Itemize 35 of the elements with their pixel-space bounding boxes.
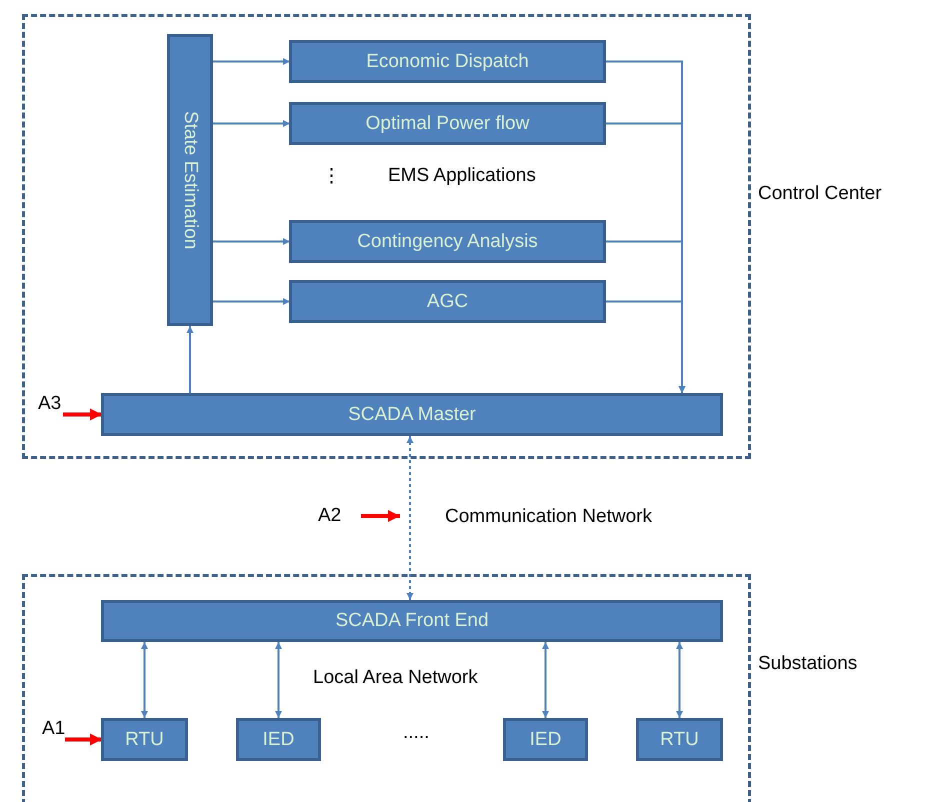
process-box: RTU xyxy=(636,718,723,761)
arrow xyxy=(186,326,194,393)
process-box: IED xyxy=(236,718,321,761)
process-box: SCADA Master xyxy=(101,393,723,436)
region-title: Substations xyxy=(758,653,858,675)
attack-arrow xyxy=(361,510,400,522)
attack-arrow xyxy=(65,734,102,746)
process-box: IED xyxy=(503,718,588,761)
ellipsis-mark: ..... xyxy=(403,722,430,744)
attack-point-label: A2 xyxy=(318,505,342,526)
double-arrow xyxy=(275,642,282,718)
process-box: Economic Dispatch xyxy=(289,40,606,83)
annotation-text: Local Area Network xyxy=(313,667,478,689)
double-arrow xyxy=(141,642,148,718)
double-arrow xyxy=(676,642,683,718)
attack-arrow xyxy=(63,408,102,420)
attack-point-label: A3 xyxy=(38,393,62,414)
arrow xyxy=(212,238,290,245)
ellipsis-mark: ⋮ xyxy=(322,165,341,188)
process-box: State Estimation xyxy=(167,34,213,326)
process-box: SCADA Front End xyxy=(101,600,723,642)
process-box: RTU xyxy=(101,718,188,761)
process-box: AGC xyxy=(289,280,606,323)
arrow xyxy=(212,120,290,127)
double-arrow xyxy=(406,436,414,600)
arrow xyxy=(212,58,290,65)
arrow xyxy=(212,298,290,305)
arrow xyxy=(606,300,686,393)
process-box: Contingency Analysis xyxy=(289,220,606,263)
attack-point-label: A1 xyxy=(42,718,66,739)
annotation-text: Communication Network xyxy=(445,506,652,528)
process-box: Optimal Power flow xyxy=(289,102,606,145)
region-title: Control Center xyxy=(758,183,882,205)
double-arrow xyxy=(542,642,549,718)
annotation-text: EMS Applications xyxy=(388,165,536,187)
